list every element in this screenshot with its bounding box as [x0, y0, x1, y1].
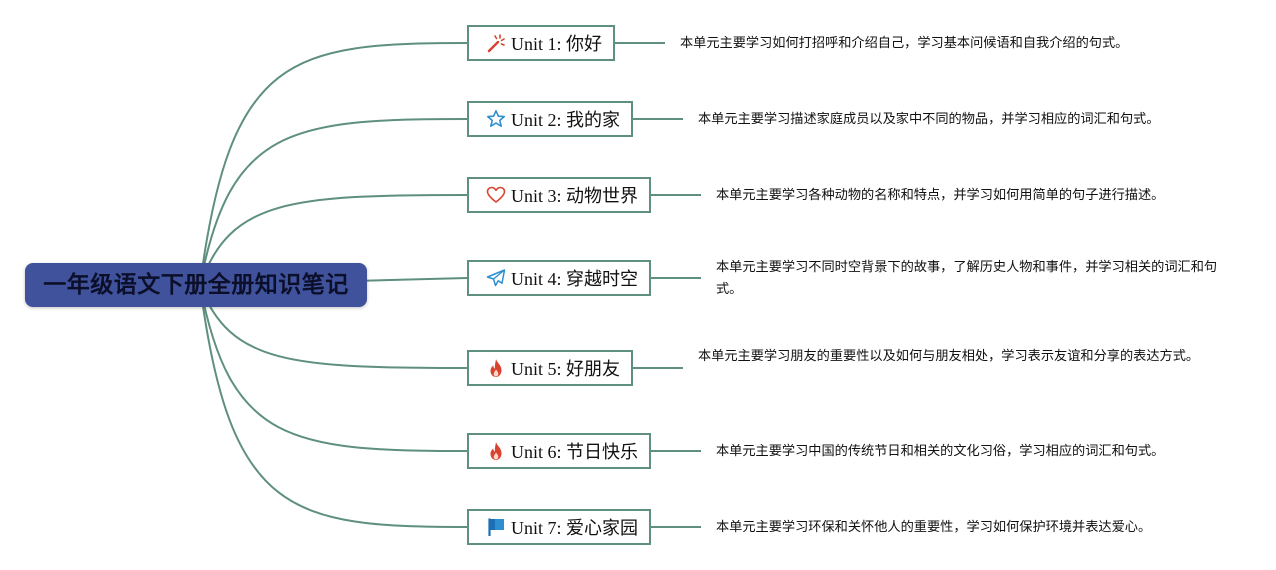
branch-line-unit-7: [199, 284, 468, 528]
unit-5-label: Unit 5: 好朋友: [511, 359, 621, 379]
unit-4-topic[interactable]: Unit 4: 穿越时空: [467, 260, 651, 296]
branch-line-unit-5: [199, 284, 468, 369]
unit-5-description: 本单元主要学习朋友的重要性以及如何与朋友相处，学习表示友谊和分享的表达方式。: [698, 349, 1200, 364]
star-icon: [486, 109, 506, 129]
unit-7-label: Unit 7: 爱心家园: [511, 518, 639, 538]
fire-icon: [486, 441, 506, 461]
heart-icon: [486, 185, 506, 205]
unit-2-label: Unit 2: 我的家: [511, 110, 621, 130]
flag-icon: [486, 517, 506, 537]
unit-6-label: Unit 6: 节日快乐: [511, 442, 639, 462]
unit-3-description: 本单元主要学习各种动物的名称和特点，并学习如何用简单的句子进行描述。: [716, 188, 1165, 203]
unit-5-topic[interactable]: Unit 5: 好朋友: [467, 350, 633, 386]
unit-6-description: 本单元主要学习中国的传统节日和相关的文化习俗，学习相应的词汇和句式。: [716, 444, 1165, 459]
root-topic[interactable]: 一年级语文下册全册知识笔记: [25, 263, 367, 307]
branch-line-unit-3: [199, 194, 468, 286]
unit-1-label: Unit 1: 你好: [511, 34, 603, 54]
branch-connectors: [199, 42, 701, 528]
unit-3-topic[interactable]: Unit 3: 动物世界: [467, 177, 651, 213]
unit-7-topic[interactable]: Unit 7: 爱心家园: [467, 509, 651, 545]
fire-icon: [486, 358, 506, 378]
unit-4-description: 本单元主要学习不同时空背景下的故事，了解历史人物和事件，并学习相关的词汇和句式。: [716, 260, 1218, 297]
unit-4-label: Unit 4: 穿越时空: [511, 269, 639, 289]
branch-line-unit-2: [199, 118, 468, 286]
unit-1-topic[interactable]: Unit 1: 你好: [467, 25, 615, 61]
unit-6-topic[interactable]: Unit 6: 节日快乐: [467, 433, 651, 469]
unit-2-description: 本单元主要学习描述家庭成员以及家中不同的物品，并学习相应的词汇和句式。: [698, 112, 1160, 127]
paper-plane-icon: [486, 268, 506, 288]
magic-wand-icon: [486, 33, 506, 53]
unit-2-topic[interactable]: Unit 2: 我的家: [467, 101, 633, 137]
branch-line-unit-1: [199, 42, 468, 286]
unit-1-description: 本单元主要学习如何打招呼和介绍自己，学习基本问候语和自我介绍的句式。: [680, 36, 1129, 51]
unit-3-label: Unit 3: 动物世界: [511, 186, 639, 206]
unit-7-description: 本单元主要学习环保和关怀他人的重要性，学习如何保护环境并表达爱心。: [716, 520, 1152, 535]
branch-line-unit-6: [199, 284, 468, 452]
